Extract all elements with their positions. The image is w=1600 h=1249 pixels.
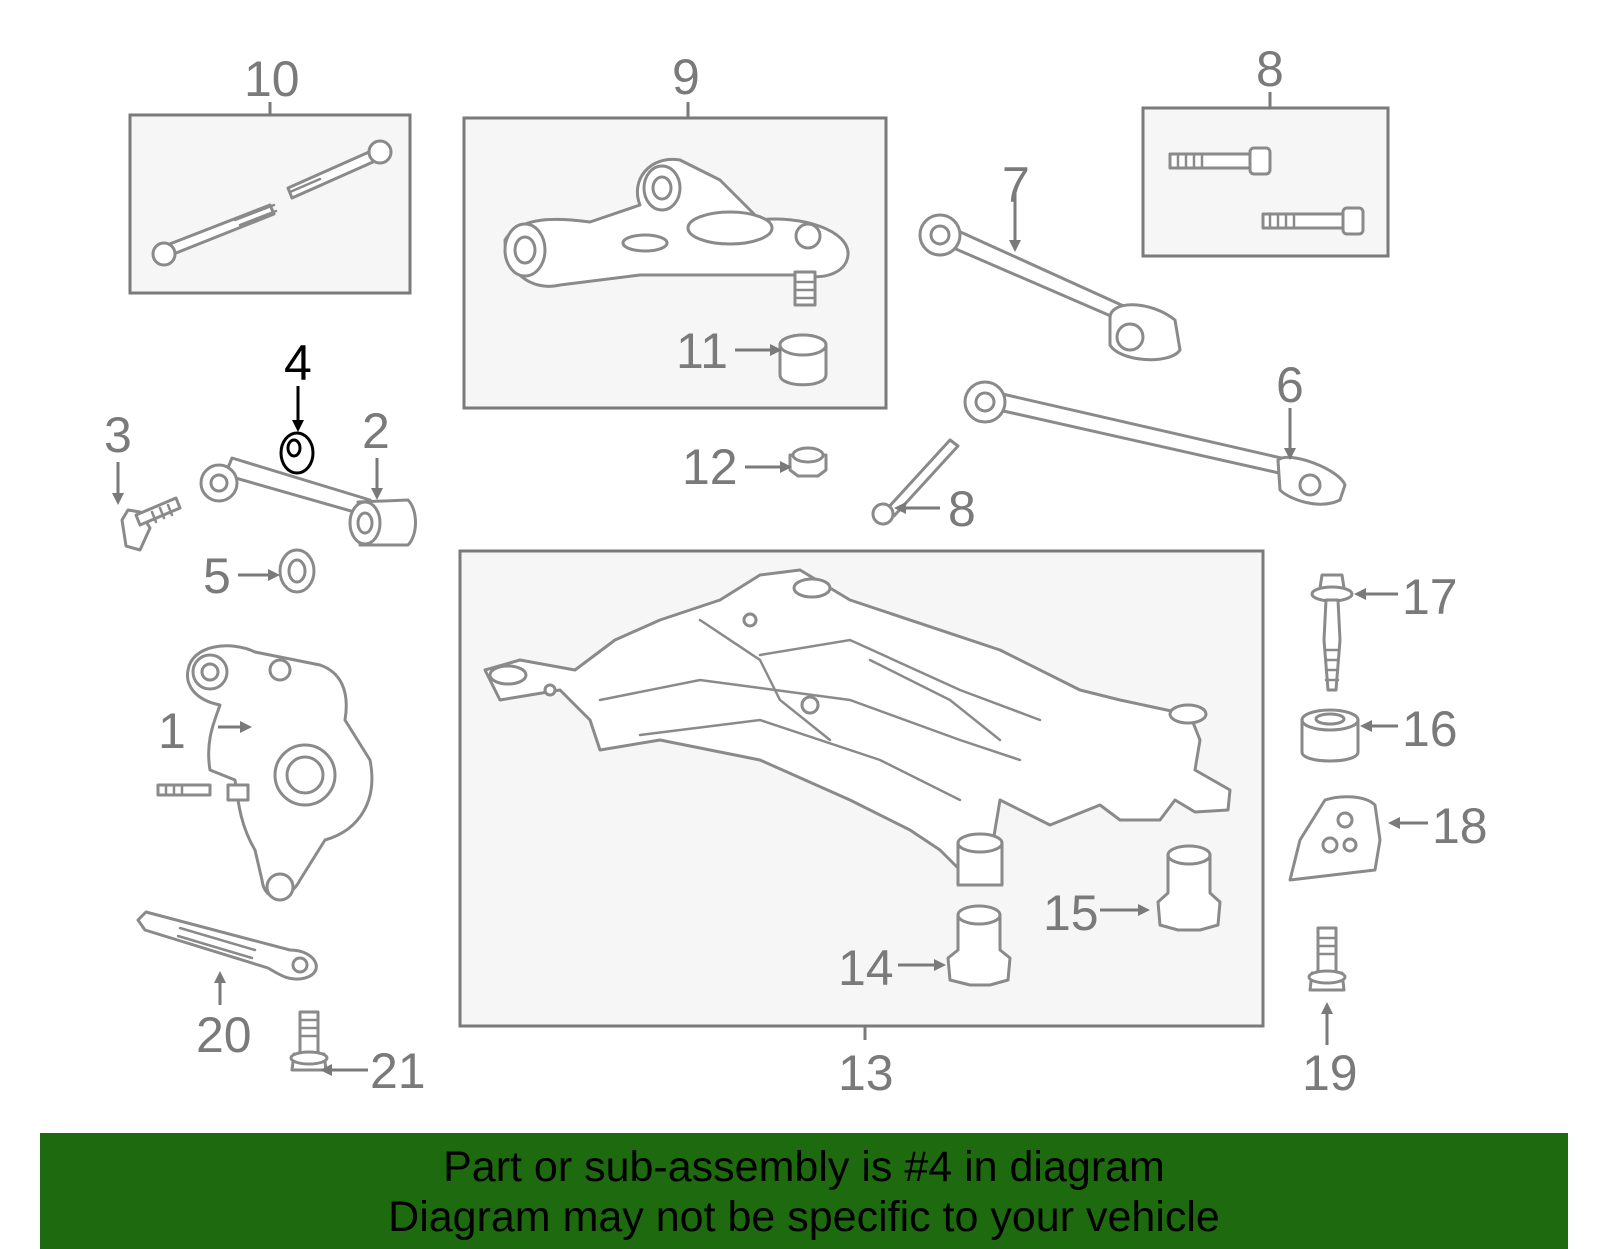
callout-12: 12 — [682, 439, 738, 495]
callout-20: 20 — [196, 1007, 252, 1063]
part-2[interactable]: 2 — [199, 403, 417, 547]
callout-9: 9 — [672, 49, 700, 105]
part-20[interactable]: 20 — [136, 910, 318, 1063]
part-18[interactable]: 18 — [1288, 795, 1488, 882]
part-15[interactable]: 15 — [1043, 844, 1222, 941]
callout-4: 4 — [284, 335, 312, 391]
part-4[interactable]: 4 — [279, 335, 315, 475]
part-8-bolt[interactable]: 8 — [871, 438, 976, 537]
part-1[interactable]: 1 — [156, 644, 374, 902]
banner-line-disclaimer: Diagram may not be specific to your vehi… — [388, 1193, 1220, 1241]
callout-7: 7 — [1002, 157, 1030, 213]
callout-1: 1 — [158, 703, 186, 759]
callout-14: 14 — [838, 940, 894, 996]
callout-10: 10 — [244, 51, 300, 107]
callout-18: 18 — [1432, 798, 1488, 854]
part-6[interactable]: 6 — [963, 357, 1347, 506]
callout-8-top: 8 — [1256, 41, 1284, 97]
part-3[interactable]: 3 — [104, 407, 182, 552]
callout-5: 5 — [203, 548, 231, 604]
callout-16: 16 — [1402, 701, 1458, 757]
callout-2: 2 — [362, 403, 390, 459]
info-banner: Part or sub-assembly is #4 in diagram Di… — [40, 1133, 1568, 1249]
callout-13: 13 — [838, 1045, 894, 1101]
callout-3: 3 — [104, 407, 132, 463]
part-group-8-box[interactable]: 8 — [1141, 41, 1390, 258]
callout-15: 15 — [1043, 885, 1099, 941]
callout-21: 21 — [370, 1043, 426, 1099]
part-5[interactable]: 5 — [203, 548, 316, 604]
part-7[interactable]: 7 — [918, 157, 1182, 362]
part-group-10[interactable]: 10 — [128, 51, 412, 295]
callout-11: 11 — [676, 323, 728, 379]
callout-6: 6 — [1276, 357, 1304, 413]
part-group-13[interactable]: 13 — [458, 549, 1265, 1101]
banner-line-part: Part or sub-assembly is #4 in diagram — [443, 1143, 1165, 1191]
part-14[interactable]: 14 — [838, 904, 1012, 996]
part-19[interactable]: 19 — [1302, 926, 1358, 1101]
part-16[interactable]: 16 — [1300, 701, 1458, 763]
part-group-9[interactable]: 9 11 — [462, 49, 888, 410]
part-17[interactable]: 17 — [1310, 569, 1458, 692]
part-12[interactable]: 12 — [682, 439, 828, 495]
part-21[interactable]: 21 — [289, 1010, 426, 1099]
callout-8-bottom: 8 — [948, 481, 976, 537]
callout-17: 17 — [1402, 569, 1458, 625]
callout-19: 19 — [1302, 1045, 1358, 1101]
